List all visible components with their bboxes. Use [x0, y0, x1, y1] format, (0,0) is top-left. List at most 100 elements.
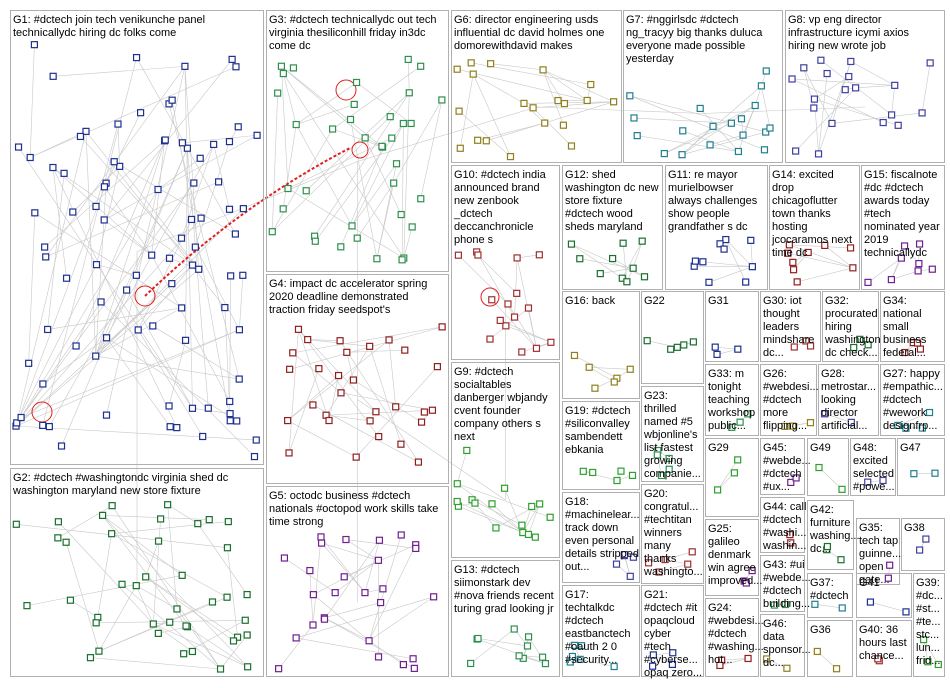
node — [317, 533, 325, 541]
node — [168, 280, 176, 288]
node — [728, 423, 736, 431]
node — [504, 300, 512, 308]
node — [887, 275, 895, 284]
edge — [664, 122, 732, 154]
node — [688, 548, 696, 556]
group-label-line: stc... — [916, 629, 939, 641]
edge — [52, 167, 152, 256]
edge — [213, 144, 230, 210]
edge — [891, 270, 919, 280]
node — [280, 554, 289, 562]
group-label-line: G31 — [708, 295, 729, 307]
node — [814, 150, 823, 158]
node — [136, 109, 145, 117]
group-label-line: looking — [821, 394, 856, 406]
node — [760, 146, 769, 154]
group-label-line: track down — [565, 522, 618, 534]
edge — [721, 658, 749, 661]
node — [626, 365, 634, 373]
edge — [90, 657, 221, 670]
edge — [288, 368, 320, 454]
edge — [486, 101, 614, 142]
edge — [137, 329, 203, 437]
node — [610, 98, 618, 106]
group-box-g12 — [562, 165, 663, 290]
node — [420, 408, 428, 416]
group-box-layer — [10, 10, 945, 677]
node — [95, 647, 103, 655]
node — [76, 132, 85, 141]
node — [235, 326, 244, 334]
group-label-line: dc... — [810, 543, 831, 555]
node — [54, 534, 62, 542]
node — [747, 236, 755, 244]
edge — [742, 105, 756, 136]
group-label-line: improved... — [708, 575, 762, 587]
edge — [95, 355, 240, 380]
node — [722, 235, 730, 244]
group-label-line: galileo — [708, 536, 740, 548]
edge — [298, 329, 377, 412]
node — [914, 267, 922, 275]
group-label-g29: G29 — [708, 442, 729, 454]
node — [474, 251, 482, 259]
edge — [632, 241, 643, 269]
edge — [368, 544, 416, 641]
node — [806, 419, 815, 427]
edge — [532, 107, 572, 147]
node — [417, 62, 425, 70]
group-box-g31 — [705, 291, 759, 362]
node — [576, 255, 584, 263]
node — [231, 230, 239, 238]
node — [583, 96, 591, 105]
node — [518, 521, 526, 529]
group-box-g10 — [451, 165, 560, 360]
node — [838, 604, 846, 612]
node — [181, 62, 189, 70]
edge — [528, 503, 540, 535]
group-label-g22: G22 — [644, 295, 665, 307]
group-label-line: G11: re mayor — [668, 169, 738, 181]
node — [864, 278, 872, 286]
edge — [320, 536, 366, 593]
node — [157, 515, 165, 523]
node — [786, 531, 794, 539]
node — [766, 124, 774, 132]
edge — [292, 352, 342, 394]
edge — [923, 639, 929, 662]
node — [412, 544, 420, 553]
edge — [346, 349, 405, 353]
node — [116, 162, 124, 170]
group-label-line: wbjonline's — [643, 429, 698, 441]
highlight-edge — [144, 147, 351, 297]
node — [846, 244, 855, 252]
group-label-line: phone s — [454, 234, 494, 246]
group-label-line: G42: — [810, 504, 834, 516]
node — [669, 649, 677, 657]
node — [226, 397, 234, 406]
edge — [507, 303, 537, 349]
group-label-line: designfrp... — [883, 420, 937, 432]
node — [54, 518, 62, 526]
node — [232, 63, 240, 71]
node — [197, 214, 205, 222]
node — [134, 326, 142, 334]
edge — [72, 166, 120, 213]
group-box-g1 — [10, 10, 264, 465]
group-label-line: #st... — [916, 603, 940, 615]
group-label-line: awards today — [864, 195, 930, 207]
group-box-g2 — [10, 468, 264, 677]
node — [523, 642, 532, 650]
node — [178, 571, 186, 579]
node — [915, 240, 924, 248]
edge — [789, 244, 853, 269]
group-box-g42 — [807, 500, 854, 570]
node — [233, 417, 241, 425]
group-box-g35 — [856, 518, 900, 585]
node — [456, 144, 464, 152]
edge — [85, 131, 226, 308]
group-label-line: director — [821, 407, 858, 419]
group-box-g4 — [266, 274, 449, 484]
